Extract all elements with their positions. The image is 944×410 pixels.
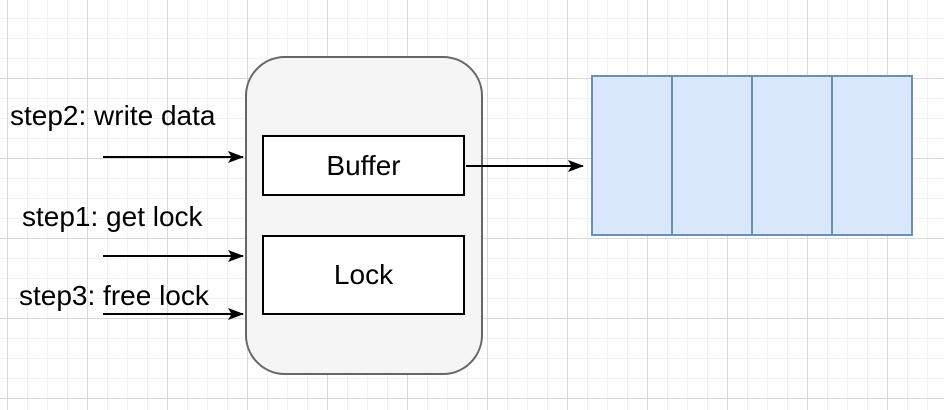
step2-label[interactable]: step2: write data [10, 100, 216, 131]
array-cell-1[interactable] [593, 77, 673, 234]
array-cell-4[interactable] [833, 77, 911, 234]
buffer-node[interactable]: Buffer [262, 135, 465, 196]
lock-node[interactable]: Lock [262, 235, 465, 315]
step1-label[interactable]: step1: get lock [22, 201, 203, 232]
buffer-array[interactable] [591, 75, 913, 236]
lock-node-label: Lock [333, 259, 394, 290]
buffer-node-label: Buffer [326, 149, 401, 181]
group-container[interactable] [245, 56, 483, 375]
array-cell-3[interactable] [753, 77, 833, 234]
array-cell-2[interactable] [673, 77, 753, 234]
step3-label[interactable]: step3: free lock [19, 280, 209, 311]
